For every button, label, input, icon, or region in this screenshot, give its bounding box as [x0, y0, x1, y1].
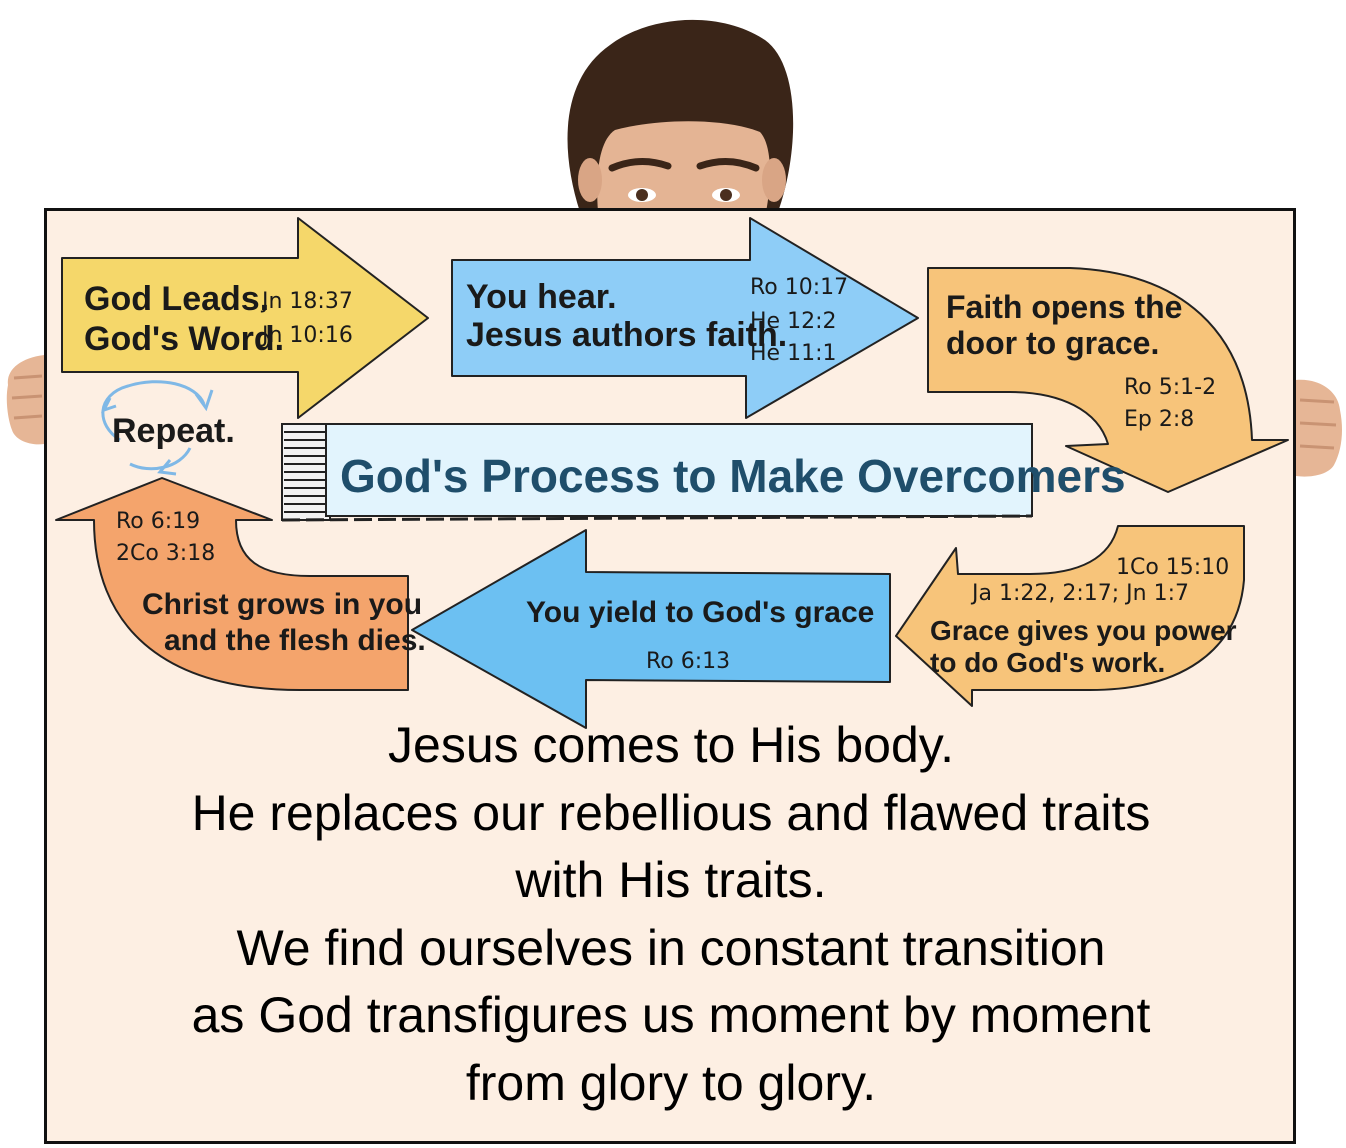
step-god-leads-ref-2: Jn 10:16: [260, 323, 353, 348]
step-you-hear-line-1: You hear.: [466, 278, 617, 316]
step-faith-opens-line-2: door to grace.: [946, 325, 1159, 361]
arrow-christ-grows: [55, 477, 409, 691]
step-grace-gives-line-2: to do God's work.: [930, 647, 1165, 678]
arrow-you-yield: [411, 529, 891, 729]
step-god-leads-line-1: God Leads.: [84, 280, 269, 318]
caption-line: from glory to glory.: [465, 1054, 877, 1111]
step-you-hear-ref-3: He 11:1: [750, 341, 836, 366]
caption-text: Jesus comes to His body. He replaces our…: [60, 712, 1282, 1117]
step-god-leads-ref-1: Jn 18:37: [260, 289, 353, 314]
step-you-hear-ref-1: Ro 10:17: [750, 275, 848, 300]
caption-line: Jesus comes to His body.: [388, 717, 954, 773]
page-title: God's Process to Make Overcomers: [340, 450, 1126, 502]
arrow-you-hear: [451, 217, 919, 419]
step-faith-opens-line-1: Faith opens the: [946, 289, 1182, 325]
step-grace-gives-ref-1: 1Co 15:10: [1116, 555, 1229, 580]
step-you-hear-ref-2: He 12:2: [750, 309, 836, 334]
step-faith-opens-ref-1: Ro 5:1-2: [1124, 375, 1216, 400]
caption-line: as God transfigures us moment by moment: [191, 987, 1151, 1043]
step-christ-grows-ref-1: Ro 6:19: [116, 509, 200, 534]
caption-line: We find ourselves in constant transition: [236, 919, 1106, 976]
arrow-grace-gives: [895, 525, 1245, 707]
arrow-faith-opens: [927, 267, 1289, 493]
cycle-arrows-icon: [101, 380, 214, 476]
step-faith-opens-ref-2: Ep 2:8: [1124, 407, 1194, 432]
step-christ-grows-line-2: and the flesh dies.: [164, 624, 426, 657]
step-you-hear-line-2: Jesus authors faith.: [466, 316, 787, 354]
arrow-god-leads: [61, 217, 429, 419]
step-you-yield-ref-1: Ro 6:13: [646, 649, 730, 674]
caption-line: He replaces our rebellious and flawed tr…: [191, 784, 1151, 841]
step-christ-grows-line-1: Christ grows in you: [142, 588, 422, 621]
step-grace-gives-line-1: Grace gives you power: [930, 615, 1237, 646]
step-christ-grows-ref-2: 2Co 3:18: [116, 541, 215, 566]
caption-line: with His traits.: [515, 852, 827, 908]
step-god-leads-line-2: God's Word.: [84, 320, 284, 358]
step-grace-gives-ref-2: Ja 1:22, 2:17; Jn 1:7: [970, 581, 1189, 606]
title-banner: God's Process to Make Overcomers: [281, 423, 1126, 522]
step-you-yield-line-1: You yield to God's grace: [526, 596, 874, 629]
repeat-label: Repeat.: [112, 412, 235, 450]
